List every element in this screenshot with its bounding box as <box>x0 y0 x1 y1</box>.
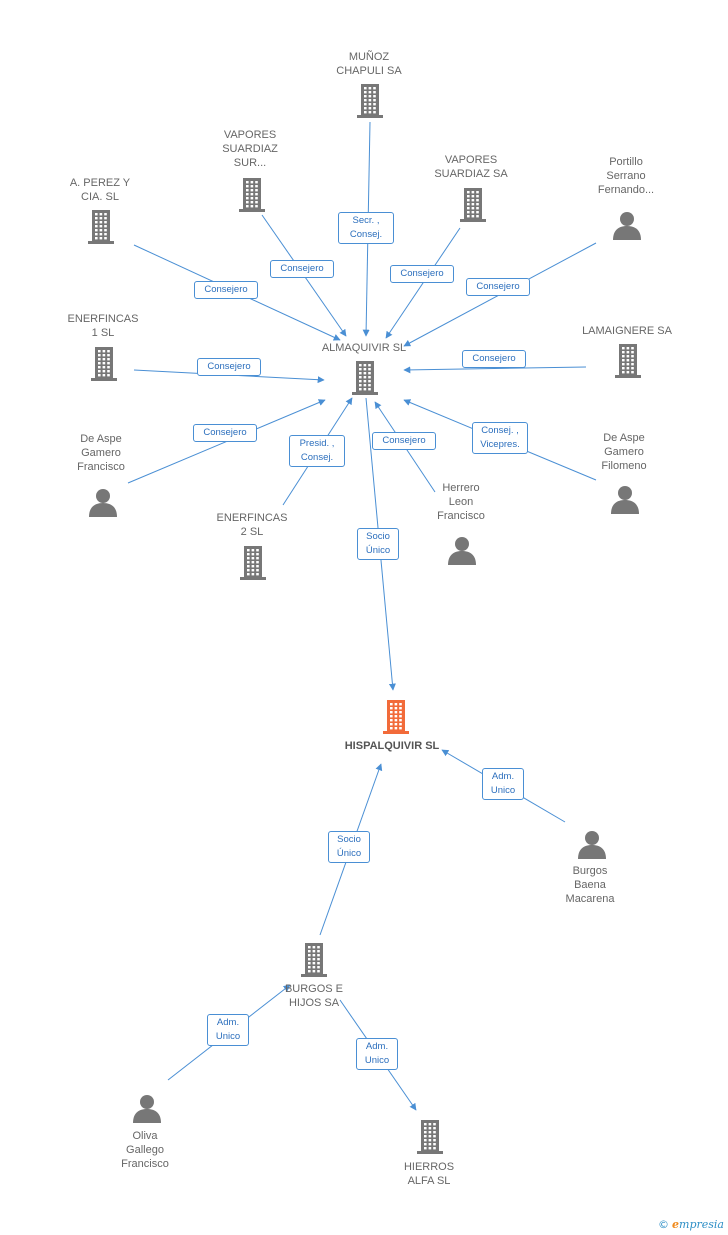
edge-label-vapores_sur-to-almaquivir: Consejero <box>270 260 334 278</box>
node-label-enerfincas2[interactable]: ENERFINCAS 2 SL <box>192 511 312 539</box>
copyright-symbol: © <box>658 1218 670 1231</box>
edge-label-oliva-to-burgos_hijos: Adm. Unico <box>207 1014 249 1046</box>
node-label-text: De Aspe Gamero Francisco <box>77 433 125 473</box>
edge-label-vapores_sa-to-almaquivir: Consejero <box>390 265 454 283</box>
node-label-text: HISPALQUIVIR SL <box>344 740 440 752</box>
node-label-text: HIERROS ALFA SL <box>403 1161 455 1187</box>
person-icon-portillo[interactable] <box>612 210 642 245</box>
node-label-text: BURGOS E HIJOS SA <box>284 983 344 1009</box>
building-icon-vapores_sa[interactable] <box>458 188 488 227</box>
node-label-text: Herrero Leon Francisco <box>437 482 485 522</box>
node-label-text: VAPORES SUARDIAZ SA <box>434 154 508 180</box>
node-label-text: Oliva Gallego Francisco <box>121 1130 169 1170</box>
edge-label-portillo-to-almaquivir: Consejero <box>466 278 530 296</box>
edge-label-lamaignere-to-almaquivir: Consejero <box>462 350 526 368</box>
node-label-text: LAMAIGNERE SA <box>582 325 672 337</box>
building-icon-perez[interactable] <box>86 210 116 249</box>
node-label-lamaignere[interactable]: LAMAIGNERE SA <box>567 324 687 338</box>
node-label-vapores_sur[interactable]: VAPORES SUARDIAZ SUR... <box>190 128 310 170</box>
edge-label-enerfincas1-to-almaquivir: Consejero <box>197 358 261 376</box>
building-icon-almaquivir[interactable] <box>350 361 380 400</box>
node-label-perez[interactable]: A. PEREZ Y CIA. SL <box>40 176 160 204</box>
person-icon-burgos_baena[interactable] <box>577 829 607 864</box>
node-label-hierros[interactable]: HIERROS ALFA SL <box>369 1160 489 1188</box>
node-label-text: Burgos Baena Macarena <box>565 865 615 905</box>
node-label-text: MUÑOZ CHAPULI SA <box>336 51 402 77</box>
building-icon-lamaignere[interactable] <box>613 344 643 383</box>
node-label-burgos_hijos[interactable]: BURGOS E HIJOS SA <box>254 982 374 1010</box>
node-label-vapores_sa[interactable]: VAPORES SUARDIAZ SA <box>411 153 531 181</box>
node-label-deaspe_fco[interactable]: De Aspe Gamero Francisco <box>41 432 161 474</box>
node-label-text: ENERFINCAS 1 SL <box>67 313 139 339</box>
node-label-almaquivir[interactable]: ALMAQUIVIR SL <box>304 341 424 355</box>
edge-label-deaspe_fco-to-almaquivir: Consejero <box>193 424 257 442</box>
node-label-text: De Aspe Gamero Filomeno <box>601 432 647 472</box>
empresia-watermark: ©empresia <box>658 1218 724 1231</box>
edge-label-burgos_hijos-to-hierros: Adm. Unico <box>356 1038 398 1070</box>
node-label-burgos_baena[interactable]: Burgos Baena Macarena <box>530 864 650 906</box>
node-label-text: VAPORES SUARDIAZ SUR... <box>222 129 278 169</box>
person-icon-herrero[interactable] <box>447 535 477 570</box>
brand-name: mpresia <box>679 1218 724 1231</box>
node-label-herrero[interactable]: Herrero Leon Francisco <box>401 481 521 523</box>
node-label-hispalquivir[interactable]: HISPALQUIVIR SL <box>332 739 452 753</box>
building-icon-hierros[interactable] <box>415 1120 445 1159</box>
building-icon-enerfincas2[interactable] <box>238 546 268 585</box>
building-icon-hispalquivir[interactable] <box>381 700 411 739</box>
node-label-text: ALMAQUIVIR SL <box>321 342 407 354</box>
building-icon-vapores_sur[interactable] <box>237 178 267 217</box>
node-label-munoz[interactable]: MUÑOZ CHAPULI SA <box>309 50 429 78</box>
brand-initial: e <box>672 1218 680 1231</box>
edge-label-herrero-to-almaquivir: Consejero <box>372 432 436 450</box>
node-label-text: Portillo Serrano Fernando... <box>597 156 655 196</box>
edge-label-deaspe_fil-to-almaquivir: Consej. , Vicepres. <box>472 422 528 454</box>
node-label-enerfincas1[interactable]: ENERFINCAS 1 SL <box>43 312 163 340</box>
person-icon-deaspe_fco[interactable] <box>88 487 118 522</box>
person-icon-deaspe_fil[interactable] <box>610 484 640 519</box>
node-label-text: A. PEREZ Y CIA. SL <box>69 177 131 203</box>
edge-label-enerfincas2-to-almaquivir: Presid. , Consej. <box>289 435 345 467</box>
edge-label-burgos_hijos-to-hispalquivir: Socio Único <box>328 831 370 863</box>
edge-label-almaquivir-to-hispalquivir: Socio Único <box>357 528 399 560</box>
building-icon-enerfincas1[interactable] <box>89 347 119 386</box>
node-label-text: ENERFINCAS 2 SL <box>216 512 288 538</box>
person-icon-oliva[interactable] <box>132 1093 162 1128</box>
edge-label-munoz-to-almaquivir: Secr. , Consej. <box>338 212 394 244</box>
edge-label-perez-to-almaquivir: Consejero <box>194 281 258 299</box>
building-icon-munoz[interactable] <box>355 84 385 123</box>
node-label-oliva[interactable]: Oliva Gallego Francisco <box>85 1129 205 1171</box>
edge-lamaignere-to-almaquivir <box>403 366 587 374</box>
building-icon-burgos_hijos[interactable] <box>299 943 329 982</box>
node-label-portillo[interactable]: Portillo Serrano Fernando... <box>566 155 686 197</box>
edge-vapores_sa-to-almaquivir <box>385 227 461 339</box>
edge-label-burgos_baena-to-hispalquivir: Adm. Unico <box>482 768 524 800</box>
node-label-deaspe_fil[interactable]: De Aspe Gamero Filomeno <box>564 431 684 473</box>
